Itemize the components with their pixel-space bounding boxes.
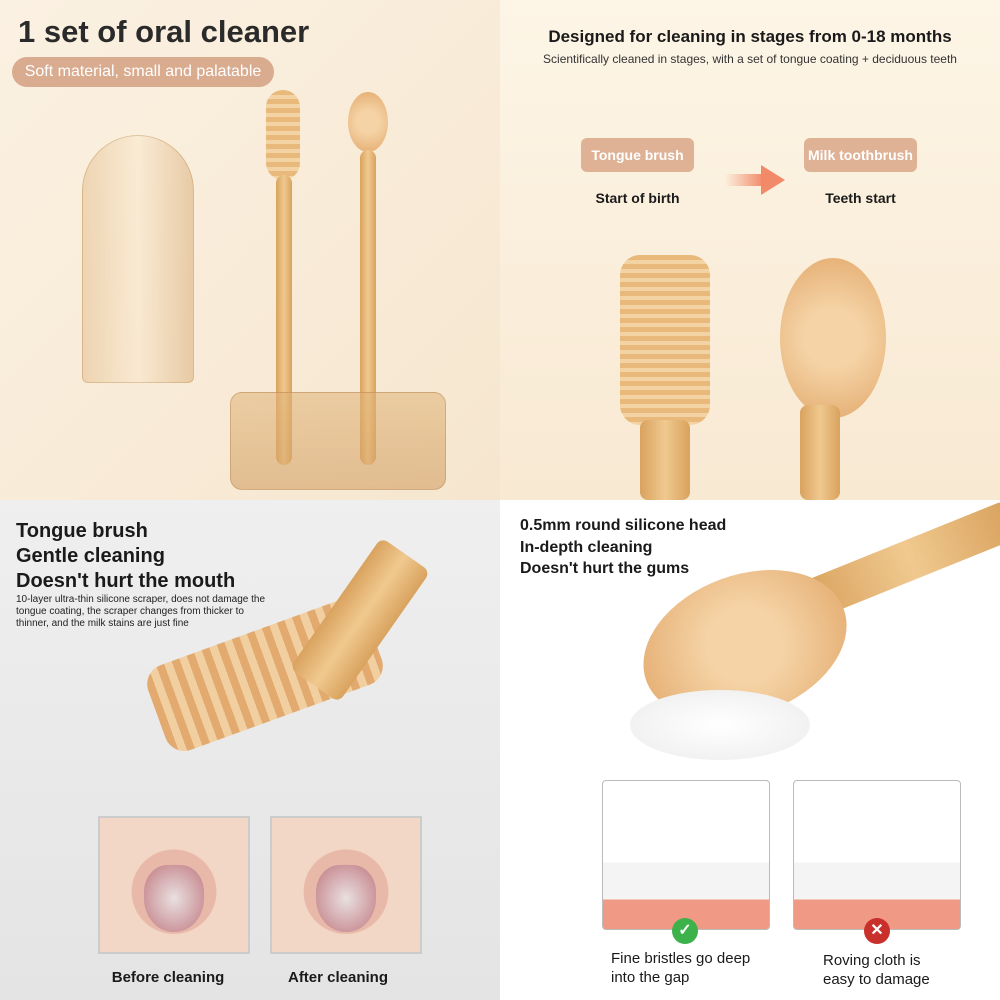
headline-line: Doesn't hurt the mouth <box>16 570 236 592</box>
after-cleaning-photo <box>270 816 422 954</box>
tongue-brush-handle <box>640 420 690 500</box>
panel-tongue-brush: Tongue brush Gentle cleaning Doesn't hur… <box>0 500 500 1000</box>
stage-tongue-brush: Tongue brush <box>581 138 694 172</box>
cloth-illustration <box>793 780 961 930</box>
stage-milk-toothbrush: Milk toothbrush <box>804 138 917 172</box>
headline-line: Doesn't hurt the gums <box>520 560 690 577</box>
panel-silicone-head: 0.5mm round silicone head In-depth clean… <box>500 500 1000 1000</box>
x-icon: ✕ <box>864 918 890 944</box>
panel-title: 1 set of oral cleaner <box>18 14 310 49</box>
before-cleaning-photo <box>98 816 250 954</box>
panel-stages: Designed for cleaning in stages from 0-1… <box>500 0 1000 500</box>
panel-subtitle: Scientifically cleaned in stages, with a… <box>543 52 957 66</box>
tongue-brush-head <box>266 90 300 180</box>
headline-line: Gentle cleaning <box>16 545 165 567</box>
description: 10-layer ultra-thin silicone scraper, do… <box>16 594 266 629</box>
toothbrush-handle <box>800 405 840 500</box>
storage-base <box>230 392 446 490</box>
check-icon: ✓ <box>672 918 698 944</box>
panel-title: Designed for cleaning in stages from 0-1… <box>548 27 952 46</box>
stage-caption: Start of birth <box>595 190 680 206</box>
arrow-right-icon <box>725 165 785 195</box>
before-label: Before cleaning <box>111 969 225 986</box>
headline-line: 0.5mm round silicone head <box>520 517 727 534</box>
toothbrush-closeup <box>780 258 886 418</box>
tongue-brush-closeup <box>620 255 710 425</box>
stage-caption: Teeth start <box>825 190 896 206</box>
bad-caption: Roving cloth is easy to damage <box>823 952 930 988</box>
cover-cap <box>82 135 194 383</box>
good-caption: Fine bristles go deep into the gap <box>611 950 751 986</box>
fine-bristles-illustration <box>602 780 770 930</box>
foam <box>630 690 810 760</box>
headline-line: Tongue brush <box>16 520 148 542</box>
toothbrush-handle <box>360 150 376 465</box>
headline-line: In-depth cleaning <box>520 539 653 556</box>
feature-pill: Soft material, small and palatable <box>12 57 274 87</box>
after-label: After cleaning <box>287 969 389 986</box>
panel-product-set: 1 set of oral cleaner Soft material, sma… <box>0 0 500 500</box>
toothbrush-head <box>348 92 388 152</box>
